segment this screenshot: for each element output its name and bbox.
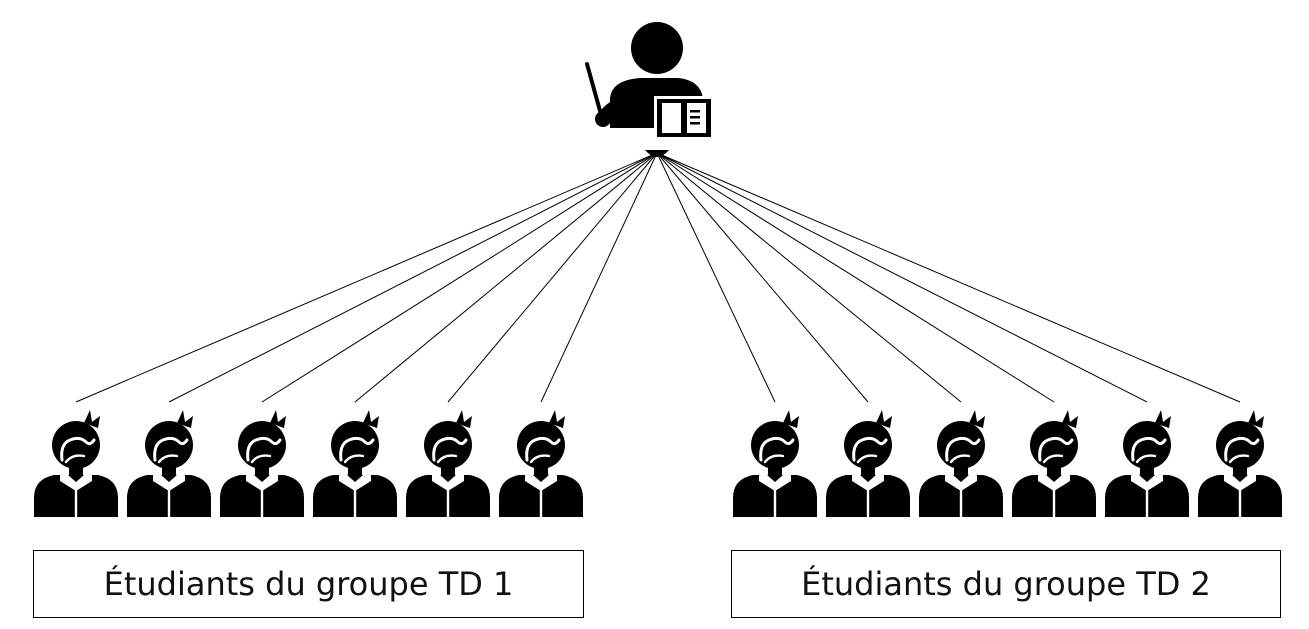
group-label-td2: Étudiants du groupe TD 2 — [731, 550, 1281, 618]
student-icon — [404, 408, 492, 519]
connection-line — [656, 152, 1055, 403]
connection-line — [168, 152, 658, 403]
student-icon — [1103, 408, 1191, 519]
students-layer — [32, 408, 1284, 519]
student-icon — [824, 408, 912, 519]
connection-line — [656, 152, 1241, 403]
connection-line — [540, 152, 658, 403]
student-icon — [218, 408, 306, 519]
student-icon — [497, 408, 585, 519]
student-icon — [311, 408, 399, 519]
connection-line — [354, 152, 658, 403]
student-icon — [1010, 408, 1098, 519]
connection-line — [656, 152, 776, 403]
connection-line — [656, 152, 869, 403]
student-icon — [32, 408, 120, 519]
student-icon — [917, 408, 1005, 519]
connection-line — [75, 152, 658, 403]
student-icon — [1196, 408, 1284, 519]
student-icon — [125, 408, 213, 519]
connection-line — [656, 152, 962, 403]
connection-line — [447, 152, 658, 403]
connection-line — [261, 152, 658, 403]
connection-lines — [75, 152, 1241, 403]
connection-line — [656, 152, 1148, 403]
student-icon — [731, 408, 819, 519]
teacher-with-pointer-and-book-icon — [585, 22, 714, 157]
group-label-td1: Étudiants du groupe TD 1 — [33, 550, 584, 618]
